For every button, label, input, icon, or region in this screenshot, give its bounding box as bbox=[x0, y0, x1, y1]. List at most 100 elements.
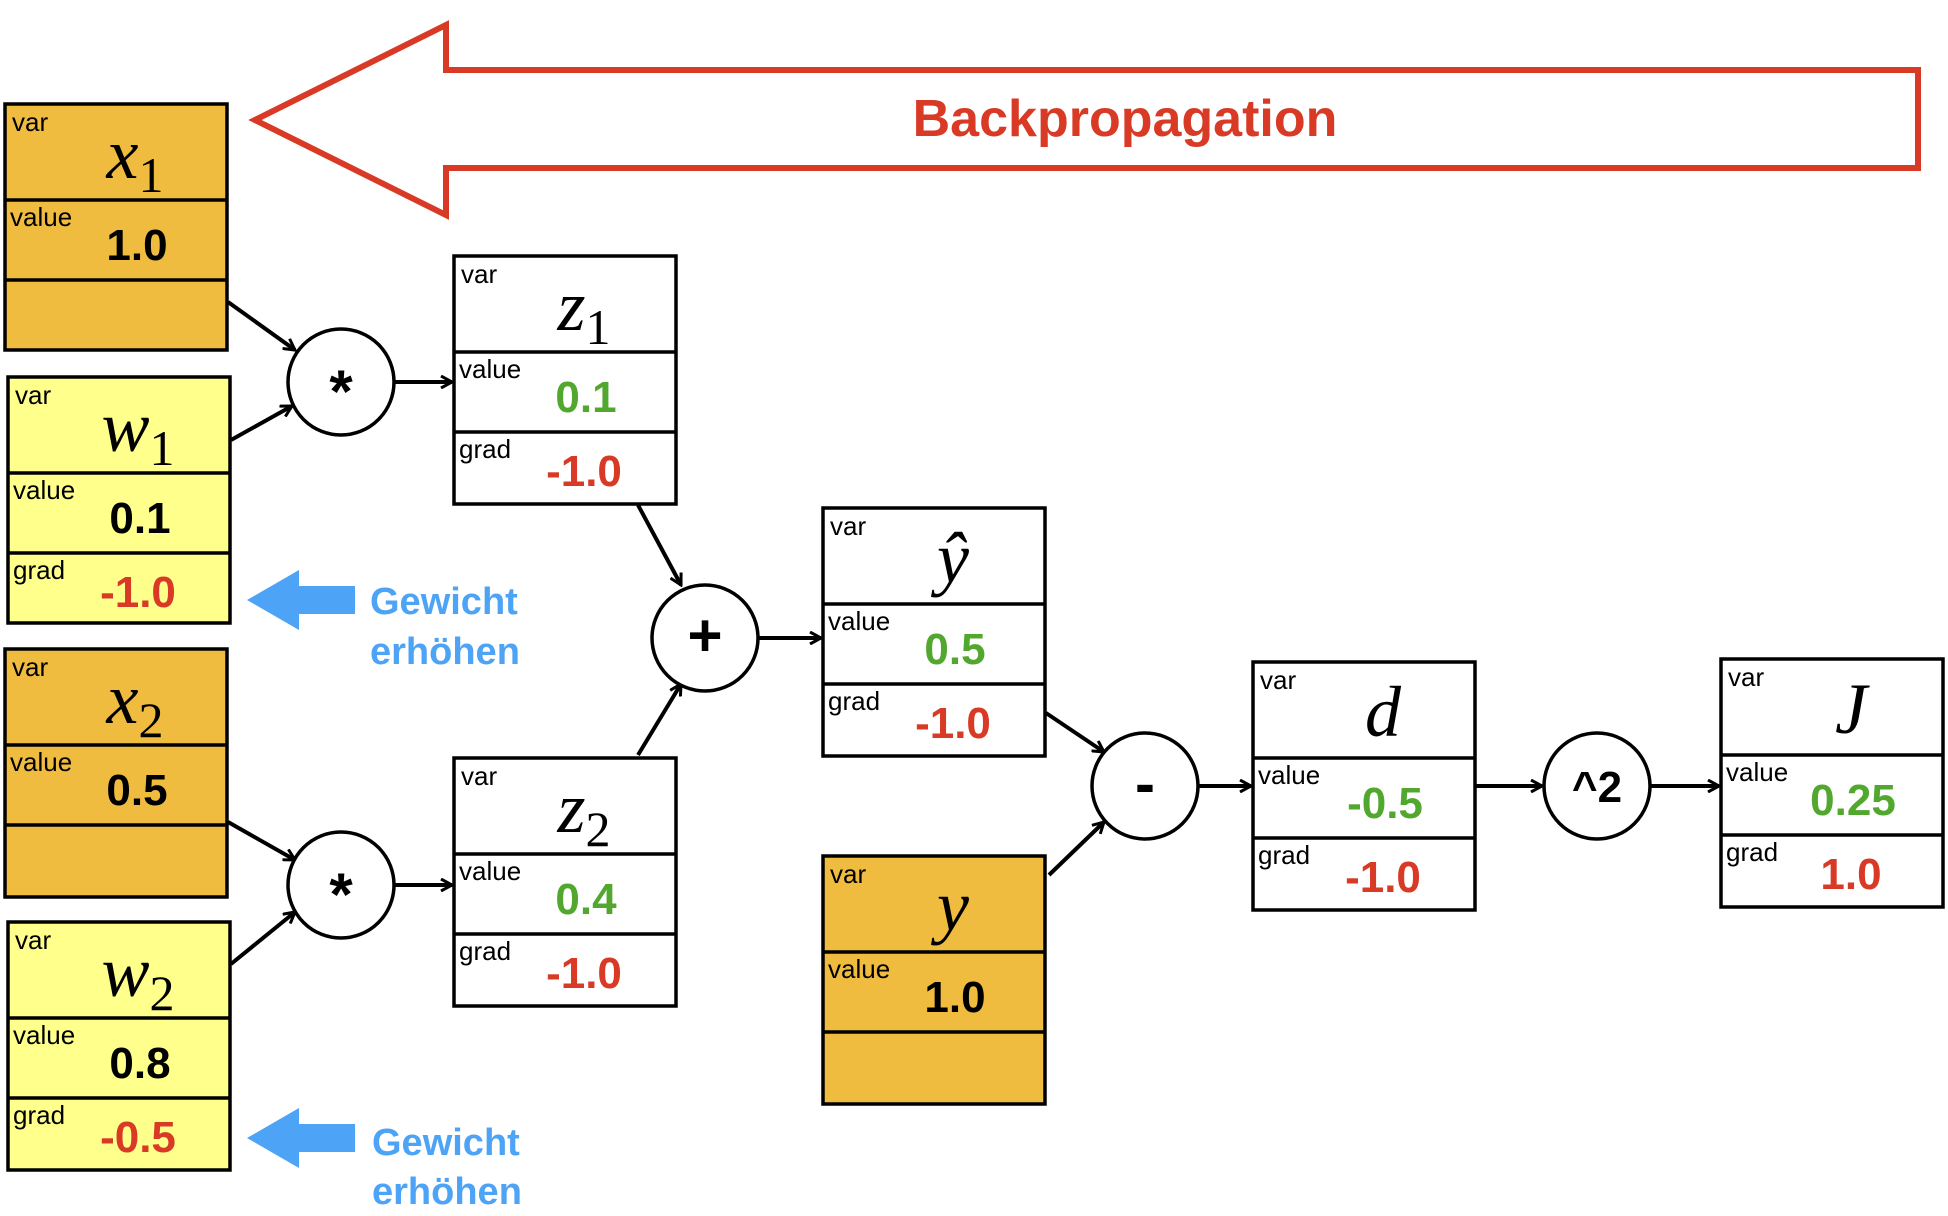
node-d-name: d bbox=[1365, 672, 1402, 752]
node-z2-name: z2 bbox=[556, 768, 610, 857]
node-x1-box bbox=[3, 102, 229, 352]
hint2-arrow-icon bbox=[247, 1108, 355, 1168]
node-z1-name: z1 bbox=[556, 266, 610, 355]
edge-w1-to-mul1 bbox=[230, 404, 292, 442]
node-yhat-var-label: var bbox=[830, 511, 866, 541]
node-w2-value: 0.8 bbox=[109, 1039, 170, 1088]
edge-w2-to-mul2 bbox=[229, 912, 295, 966]
node-z1-value-label: value bbox=[459, 354, 521, 384]
node-J-grad-label: grad bbox=[1726, 837, 1778, 867]
node-w2-value-label: value bbox=[13, 1020, 75, 1050]
op-add-circle bbox=[650, 583, 760, 693]
node-z2-grad: -1.0 bbox=[546, 949, 622, 998]
node-x2-value: 0.5 bbox=[106, 766, 167, 815]
node-J-value-label: value bbox=[1726, 757, 1788, 787]
node-z2-value: 0.4 bbox=[555, 875, 617, 924]
node-d-value: -0.5 bbox=[1347, 779, 1423, 828]
node-yhat-value-label: value bbox=[828, 606, 890, 636]
hint1-line1: Gewicht bbox=[370, 581, 518, 623]
hint2-line1: Gewicht bbox=[372, 1122, 520, 1164]
hint1-increase-weight: Gewicht erhöhen bbox=[247, 570, 520, 673]
node-w1-grad-label: grad bbox=[13, 555, 65, 585]
node-w1-value-label: value bbox=[13, 475, 75, 505]
op-mul1-symbol: * bbox=[329, 358, 353, 425]
edges bbox=[226, 300, 1719, 966]
node-z2: var z2 value 0.4 grad -1.0 bbox=[452, 756, 678, 1008]
node-d-var-label: var bbox=[1260, 665, 1296, 695]
node-J-grad: 1.0 bbox=[1820, 850, 1881, 899]
node-z1-var-label: var bbox=[461, 259, 497, 289]
node-d-box bbox=[1251, 660, 1477, 912]
hint2-line2: erhöhen bbox=[372, 1171, 522, 1213]
node-w2-var-label: var bbox=[15, 925, 51, 955]
node-z1: var z1 value 0.1 grad -1.0 bbox=[452, 254, 678, 506]
op-add: + bbox=[650, 583, 760, 693]
hint1-line2: erhöhen bbox=[370, 631, 520, 673]
node-z1-grad-label: grad bbox=[459, 434, 511, 464]
op-pow-circle bbox=[1542, 731, 1652, 841]
op-mul2-symbol: * bbox=[329, 861, 353, 928]
op-sub-symbol: - bbox=[1135, 750, 1155, 817]
node-w2-box bbox=[6, 920, 232, 1172]
node-z1-grad: -1.0 bbox=[546, 447, 622, 496]
node-y-name: y bbox=[930, 866, 969, 946]
hint1-arrow-icon bbox=[247, 570, 355, 630]
node-w1-box bbox=[6, 375, 232, 625]
op-add-symbol: + bbox=[687, 602, 722, 669]
node-x2-var-label: var bbox=[12, 652, 48, 682]
node-w2-name: w2 bbox=[101, 932, 174, 1021]
node-z1-value: 0.1 bbox=[555, 373, 616, 422]
node-d-value-label: value bbox=[1258, 760, 1320, 790]
node-z2-box bbox=[452, 756, 678, 1008]
op-pow: ^2 bbox=[1542, 731, 1652, 841]
op-mul2: * bbox=[286, 830, 396, 940]
node-w2-grad: -0.5 bbox=[100, 1113, 176, 1162]
node-yhat-name: ŷ bbox=[930, 518, 969, 598]
node-z2-value-label: value bbox=[459, 856, 521, 886]
backpropagation-banner: Backpropagation bbox=[248, 20, 1921, 220]
node-d-grad-label: grad bbox=[1258, 840, 1310, 870]
node-yhat-grad: -1.0 bbox=[915, 699, 991, 748]
edge-x2-to-mul2 bbox=[227, 820, 295, 862]
node-x2-name: x2 bbox=[106, 659, 164, 748]
node-z1-box bbox=[452, 254, 678, 506]
node-x1-name: x1 bbox=[106, 114, 164, 203]
node-yhat-box bbox=[821, 506, 1047, 758]
op-sub-circle bbox=[1090, 731, 1200, 841]
node-J-var-label: var bbox=[1728, 662, 1764, 692]
node-z2-var-label: var bbox=[461, 761, 497, 791]
op-mul1: * bbox=[286, 327, 396, 437]
node-y-box bbox=[821, 854, 1047, 1106]
node-w1-grad: -1.0 bbox=[100, 568, 176, 617]
hint2-increase-weight: Gewicht erhöhen bbox=[247, 1108, 522, 1213]
operations: * * + - ^2 bbox=[286, 327, 1652, 940]
node-d: var d value -0.5 grad -1.0 bbox=[1251, 660, 1477, 912]
node-z2-grad-label: grad bbox=[459, 936, 511, 966]
edge-yhat-to-sub bbox=[1044, 711, 1104, 752]
op-mul2-circle bbox=[286, 830, 396, 940]
node-d-grad: -1.0 bbox=[1345, 853, 1421, 902]
node-x2-box bbox=[3, 647, 229, 899]
node-J-box bbox=[1719, 657, 1945, 909]
node-yhat-value: 0.5 bbox=[924, 625, 985, 674]
edge-z1-to-add bbox=[636, 504, 683, 585]
node-y-value: 1.0 bbox=[924, 973, 985, 1022]
node-w1-value: 0.1 bbox=[109, 494, 170, 543]
backpropagation-title: Backpropagation bbox=[913, 90, 1338, 148]
node-J-value: 0.25 bbox=[1810, 776, 1896, 825]
node-y-value-label: value bbox=[828, 954, 890, 984]
op-sub: - bbox=[1090, 731, 1200, 841]
node-J-name: J bbox=[1835, 669, 1870, 749]
node-x1-value: 1.0 bbox=[106, 221, 167, 270]
op-pow-symbol: ^2 bbox=[1572, 763, 1622, 812]
